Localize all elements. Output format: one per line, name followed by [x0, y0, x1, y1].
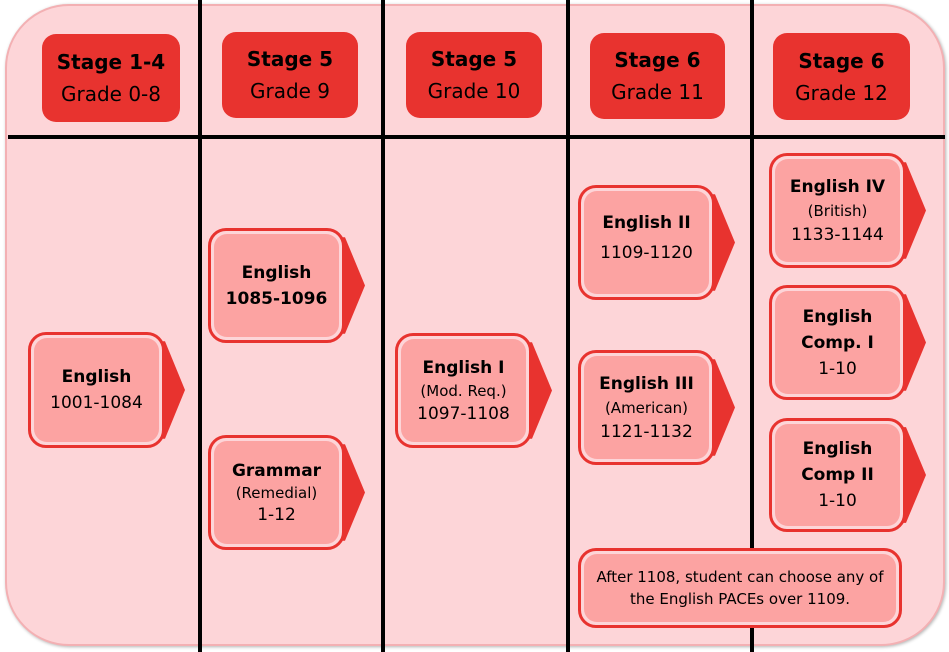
- note-line: After 1108, student can choose any of: [596, 568, 884, 586]
- stage-label: Stage 1-4: [56, 50, 166, 74]
- grade-label: Grade 11: [611, 80, 704, 104]
- course-english-1001: English 1001-1084: [28, 332, 185, 448]
- grade-label: Grade 10: [427, 79, 521, 103]
- grade-label: Grade 12: [795, 80, 888, 105]
- header-divider: [8, 135, 945, 139]
- course-range: 1001-1084: [50, 393, 143, 413]
- course-range: 1-12: [257, 504, 296, 525]
- header-grade-9: Stage 5 Grade 9: [222, 32, 358, 118]
- note-line: the English PACEs over 1109.: [629, 590, 851, 608]
- course-range: 1-10: [818, 358, 857, 379]
- course-title: English: [241, 262, 312, 283]
- column-divider: [198, 0, 202, 652]
- grade-label: Grade 0-8: [61, 82, 161, 106]
- header-grade-12: Stage 6 Grade 12: [773, 33, 910, 120]
- header-grade-10: Stage 5 Grade 10: [406, 32, 542, 118]
- course-english-i: English I (Mod. Req.) 1097-1108: [395, 333, 552, 448]
- course-english-iii: English III (American) 1121-1132: [578, 350, 735, 465]
- course-note: (Remedial): [235, 483, 318, 502]
- course-title: Grammar: [231, 460, 322, 481]
- course-note: (British): [807, 201, 868, 220]
- course-title: Comp II: [801, 465, 874, 485]
- course-english-iv: English IV (British) 1133-1144: [769, 153, 926, 268]
- course-title: English: [61, 367, 132, 387]
- course-title: English II: [602, 213, 691, 233]
- course-title: English: [802, 439, 873, 459]
- stage-label: Stage 6: [798, 48, 885, 73]
- course-english-ii: English II 1109-1120: [578, 185, 735, 300]
- column-divider: [566, 0, 570, 652]
- course-title: English I: [422, 357, 505, 378]
- course-title: English: [802, 306, 873, 327]
- stage-label: Stage 6: [614, 48, 701, 72]
- course-range: 1085-1096: [225, 288, 328, 309]
- course-range: 1097-1108: [417, 403, 510, 424]
- stage-label: Stage 5: [246, 47, 334, 71]
- course-title: English IV: [789, 176, 886, 197]
- course-range: 1109-1120: [600, 243, 693, 263]
- stage-label: Stage 5: [430, 47, 518, 71]
- column-divider: [750, 0, 754, 652]
- course-note: (Mod. Req.): [420, 381, 507, 400]
- course-range: 1-10: [818, 491, 857, 511]
- course-range: 1133-1144: [791, 224, 884, 245]
- elective-note: After 1108, student can choose any of the…: [578, 548, 902, 628]
- grade-label: Grade 9: [249, 79, 331, 103]
- course-note: (American): [604, 398, 689, 417]
- course-english-1085: English 1085-1096: [208, 228, 365, 343]
- course-grammar: Grammar (Remedial) 1-12: [208, 435, 365, 550]
- course-title: Comp. I: [801, 332, 874, 353]
- column-divider: [381, 0, 385, 652]
- course-range: 1121-1132: [600, 421, 693, 442]
- course-title: English III: [599, 373, 694, 394]
- header-grade-11: Stage 6 Grade 11: [590, 33, 725, 119]
